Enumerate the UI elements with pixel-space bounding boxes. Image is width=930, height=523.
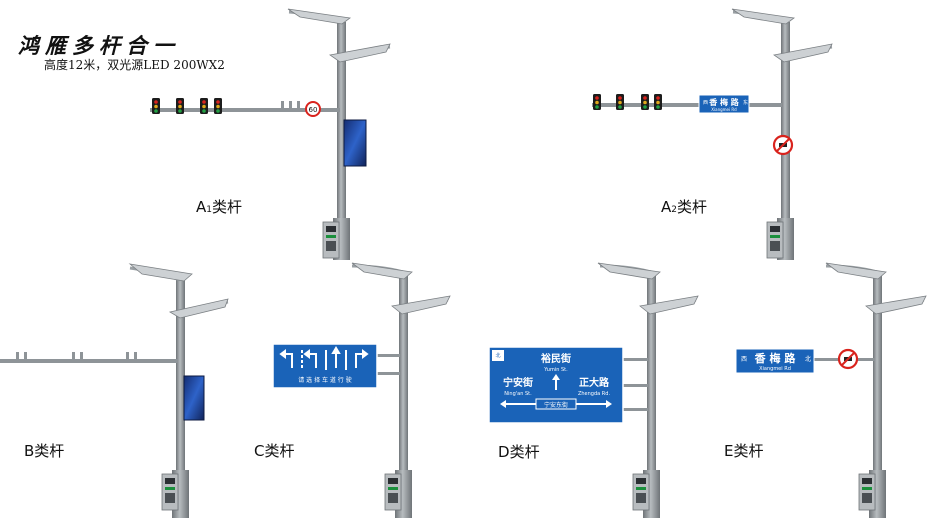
pole-d: 北 裕民街 Yumin St. 宁安街 Ning'an St. 正大路 Zhen… <box>488 262 699 518</box>
guide-right-name: 正大路 <box>579 376 610 389</box>
guide-left-name: 宁安街 <box>503 376 533 389</box>
e-sign-name: 香 梅 路 <box>754 351 797 365</box>
label-b-main: B <box>24 442 35 460</box>
label-a2-suffix: 类杆 <box>677 198 708 216</box>
label-a2: A2类杆 <box>661 196 707 217</box>
a2-sign-name: 香 梅 路 <box>708 97 740 107</box>
lane-sign-caption: 请 选 择 车 道 行 驶 <box>298 376 351 384</box>
guide-right-pinyin: Zhengda Rd. <box>578 391 610 397</box>
pole-c: 请 选 择 车 道 行 驶 <box>272 262 451 518</box>
label-e: E类杆 <box>724 440 764 461</box>
label-d-main: D <box>498 443 510 461</box>
page-title: 鸿雁多杆合一 <box>18 33 180 58</box>
guide-bottom-name: 宁安东街 <box>544 401 568 409</box>
e-sign-left: 西 <box>741 356 747 363</box>
label-c-main: C <box>254 442 265 460</box>
a2-sign-left: 西 <box>703 100 708 106</box>
label-b: B类杆 <box>24 440 64 461</box>
label-c: C类杆 <box>254 440 295 461</box>
label-e-main: E <box>724 442 734 460</box>
e-sign-right: 北 <box>805 355 811 363</box>
label-d-suffix: 类杆 <box>509 443 540 461</box>
guide-north: 北 <box>495 352 500 359</box>
speed-limit-text: 60 <box>309 106 318 114</box>
label-a1-main: A <box>196 198 207 216</box>
a2-sign-right: 东 <box>743 99 748 106</box>
guide-left-pinyin: Ning'an St. <box>504 391 532 397</box>
label-c-suffix: 类杆 <box>264 442 295 460</box>
page-subtitle: 高度12米，双光源LED 200WX2 <box>44 58 225 72</box>
a2-sign-pinyin: Xiangmei Rd <box>711 107 737 112</box>
label-b-suffix: 类杆 <box>34 442 65 460</box>
label-e-suffix: 类杆 <box>733 442 764 460</box>
label-a2-main: A <box>661 198 672 216</box>
label-a1-suffix: 类杆 <box>212 198 243 216</box>
label-a2-sub: 2 <box>671 205 677 215</box>
label-a1: A1类杆 <box>196 196 242 217</box>
pole-a2: 西 香 梅 路 东 Xiangmei Rd <box>592 8 833 260</box>
guide-top-name: 裕民街 <box>540 352 571 365</box>
pole-e: 西 香 梅 路 北 Xiangmei Rd <box>735 262 927 518</box>
guide-top-pinyin: Yumin St. <box>543 367 568 373</box>
label-d: D类杆 <box>498 441 540 462</box>
pole-a1: 60 <box>150 8 391 260</box>
pole-b <box>0 263 229 518</box>
label-a1-sub: 1 <box>206 205 212 215</box>
e-sign-pinyin: Xiangmei Rd <box>759 366 791 372</box>
